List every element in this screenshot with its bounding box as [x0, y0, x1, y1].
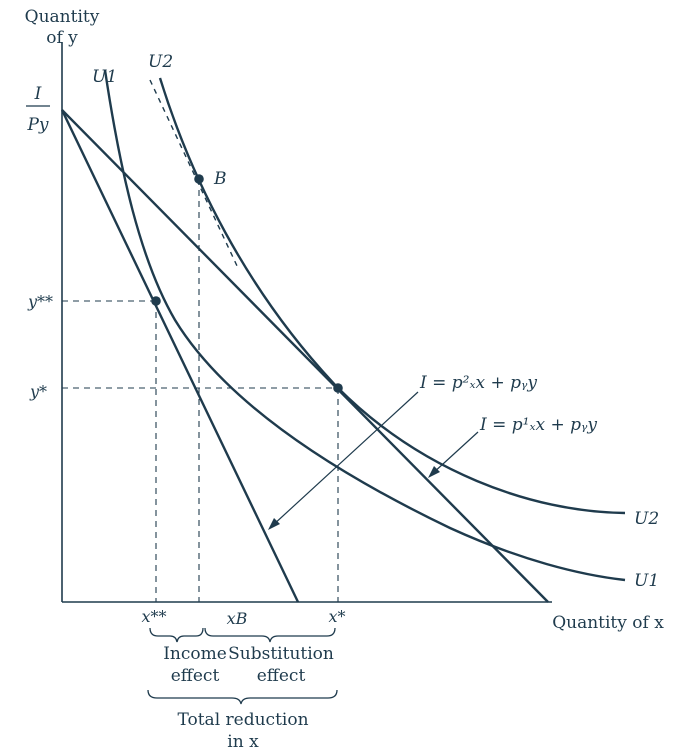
- y-star-label: y*: [29, 382, 47, 401]
- u1-right-label: U1: [634, 571, 659, 591]
- u2-right-label: U2: [634, 509, 659, 529]
- old-budget-line: [61, 109, 549, 603]
- old-budget-pointer-arrowhead: [428, 466, 440, 478]
- point-old-optimum: [333, 383, 343, 393]
- u1-top-label: U1: [92, 67, 117, 87]
- total-effect-brace: [147, 689, 338, 705]
- new-budget-line-label: I = p²ₓx + pᵧy: [419, 373, 537, 393]
- x-axis-label: Quantity of x: [552, 613, 664, 633]
- new-budget-line: [60, 109, 300, 603]
- indifference-curve-u2: [158, 77, 626, 515]
- y-axis-label-line1: Quantity: [25, 7, 100, 27]
- old-budget-line-label: I = p¹ₓx + pᵧy: [479, 415, 597, 435]
- u2-top-label: U2: [148, 52, 173, 72]
- income-effect-brace: [149, 627, 204, 643]
- x-double-star-label: x**: [141, 607, 166, 626]
- total-effect-label-line1: Total reduction: [177, 710, 308, 730]
- substitution-effect-label-line2: effect: [257, 666, 306, 686]
- total-effect-label-line2: in x: [227, 732, 259, 752]
- tangent-line-at-b: [149, 79, 239, 269]
- substitution-effect-label-line1: Substitution: [228, 644, 334, 664]
- new-budget-pointer-arrowhead: [268, 518, 280, 530]
- substitution-effect-brace: [204, 627, 336, 643]
- income-effect-label-line2: effect: [171, 666, 220, 686]
- y-double-star-label: y**: [27, 292, 53, 311]
- point-new-optimum: [151, 296, 161, 306]
- x-b-label: xB: [227, 609, 248, 628]
- intercept-numerator: I: [34, 84, 42, 104]
- indifference-curve-u1: [103, 69, 626, 582]
- income-effect-label-line1: Income: [163, 644, 227, 664]
- intercept-denominator: Py: [26, 115, 48, 135]
- point-b-label: B: [213, 169, 227, 189]
- old-budget-line-pointer: [431, 431, 479, 475]
- point-b: [194, 174, 204, 184]
- x-star-label: x*: [328, 607, 345, 626]
- y-axis-label-line2: of y: [46, 28, 78, 48]
- new-budget-line-pointer: [271, 391, 419, 527]
